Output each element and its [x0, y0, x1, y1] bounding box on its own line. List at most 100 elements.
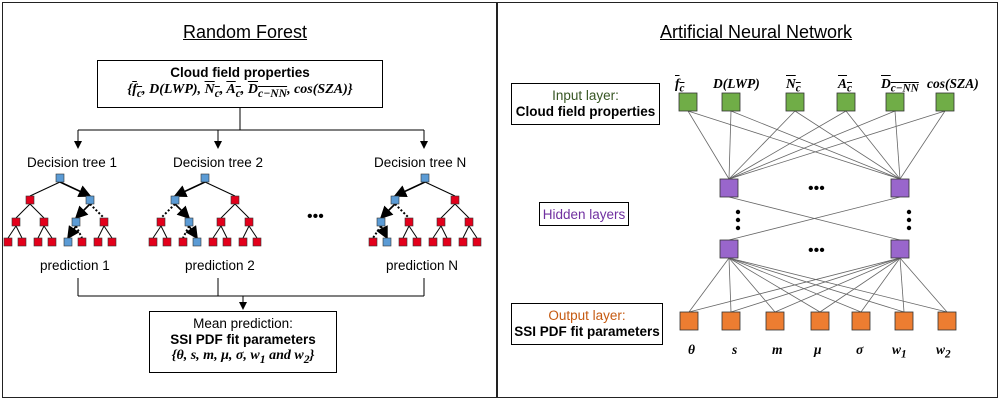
- ann-edge: [899, 257, 948, 313]
- output-node: [721, 311, 741, 331]
- tree-edge: [376, 225, 388, 240]
- tree-edge: [379, 203, 396, 220]
- tree-edge: [174, 203, 191, 220]
- tree-node: [55, 173, 65, 183]
- ann-panel: [497, 2, 998, 398]
- rf-input-title: Cloud field properties: [170, 65, 310, 80]
- tree-edge: [59, 181, 92, 198]
- random-forest-panel: [2, 2, 497, 398]
- tree-node: [47, 237, 57, 247]
- tree-node: [39, 217, 49, 227]
- ann-output-label-3: μ: [814, 342, 822, 357]
- ann-edge: [728, 257, 862, 313]
- hidden-vertical-dot: [906, 209, 912, 215]
- tree-label-1: Decision tree 1: [27, 155, 118, 170]
- ann-input-label-1: D(LWP): [713, 76, 760, 91]
- ann-output-label-4: σ: [856, 342, 864, 357]
- tree-node: [436, 217, 446, 227]
- hidden-node: [719, 239, 739, 259]
- tree-edge: [432, 225, 442, 239]
- tree-node: [184, 217, 194, 227]
- ann-edge: [728, 110, 732, 180]
- tree-node: [390, 195, 400, 205]
- input-layer-box: Input layer: Cloud field properties: [511, 83, 660, 125]
- tree-edge: [440, 225, 448, 239]
- tree-edge: [74, 203, 91, 220]
- tree-edge: [220, 225, 228, 239]
- tree-node: [93, 237, 103, 247]
- tree-node: [252, 237, 262, 247]
- input-node: [785, 92, 805, 112]
- output-node: [765, 311, 785, 331]
- tree-edge: [160, 203, 176, 219]
- tree-edge: [152, 225, 162, 239]
- ann-edge: [730, 110, 901, 180]
- tree-edge: [393, 181, 426, 198]
- tree-node: [107, 237, 117, 247]
- tree-node: [238, 237, 248, 247]
- random-forest-title: Random Forest: [183, 22, 308, 42]
- tree-node: [3, 237, 13, 247]
- ann-output-label-0: θ: [688, 342, 696, 357]
- tree-edge: [462, 225, 470, 239]
- ann-edge: [819, 257, 901, 313]
- tree-node: [63, 237, 73, 247]
- ann-edge: [794, 110, 901, 180]
- ann-edge: [728, 110, 896, 180]
- tree-edge: [248, 225, 258, 239]
- input-node: [721, 92, 741, 112]
- tree-edge: [212, 225, 222, 239]
- output-layer-title: Output layer:: [548, 308, 626, 323]
- rf-output-line1: Mean prediction:: [193, 316, 293, 331]
- prediction-label-1: prediction 1: [40, 258, 110, 273]
- hidden-vertical-dot: [735, 225, 741, 231]
- ann-input-label-3: Ac: [838, 76, 853, 95]
- tree-edge: [454, 203, 470, 219]
- hidden-node: [890, 239, 910, 259]
- output-node: [851, 311, 871, 331]
- tree-node: [412, 237, 422, 247]
- tree-edge: [103, 225, 113, 239]
- tree-node: [464, 217, 474, 227]
- rf-output-line3: {θ, s, m, μ, σ, w1 and w2}: [171, 348, 315, 366]
- tree-edge: [408, 225, 418, 239]
- hidden-layers-box: Hidden layers: [539, 202, 629, 226]
- tree-label-2: Decision tree 2: [173, 155, 264, 170]
- tree-edge: [440, 203, 456, 219]
- output-layer-box: Output layer: SSI PDF fit parameters: [511, 303, 663, 345]
- tree-edge: [424, 181, 456, 197]
- ann-input-label-5: cos(SZA): [927, 76, 979, 91]
- hidden-node: [719, 178, 739, 198]
- tree-node: [25, 195, 35, 205]
- output-node: [894, 311, 914, 331]
- ann-edge: [894, 110, 901, 180]
- ann-edge: [899, 257, 905, 313]
- tree-node: [77, 237, 87, 247]
- tree-edge: [173, 181, 206, 198]
- tree-node: [382, 237, 392, 247]
- tree-node: [398, 237, 408, 247]
- tree-node: [85, 195, 95, 205]
- hidden-vertical-dot: [735, 209, 741, 215]
- tree-node: [156, 217, 166, 227]
- ann-output-label-6: w2: [936, 342, 951, 361]
- ann-edge: [728, 257, 821, 313]
- tree-node: [458, 237, 468, 247]
- ann-edge: [728, 110, 847, 180]
- prediction-label-n: prediction N: [386, 258, 459, 273]
- input-layer-subtitle: Cloud field properties: [515, 104, 656, 119]
- output-node: [810, 311, 830, 331]
- output-layer-subtitle: SSI PDF fit parameters: [514, 324, 660, 339]
- tree-node: [192, 237, 202, 247]
- output-node: [937, 311, 957, 331]
- tree-edge: [220, 203, 236, 219]
- tree-label-n: Decision tree N: [374, 155, 467, 170]
- output-node: [679, 311, 699, 331]
- tree-edge: [43, 225, 53, 239]
- tree-edge: [89, 203, 105, 219]
- tree-edge: [29, 181, 61, 197]
- hidden-vertical-dot: [906, 225, 912, 231]
- hidden-ellipsis-top: •••: [808, 180, 825, 197]
- ann-edge: [687, 110, 901, 180]
